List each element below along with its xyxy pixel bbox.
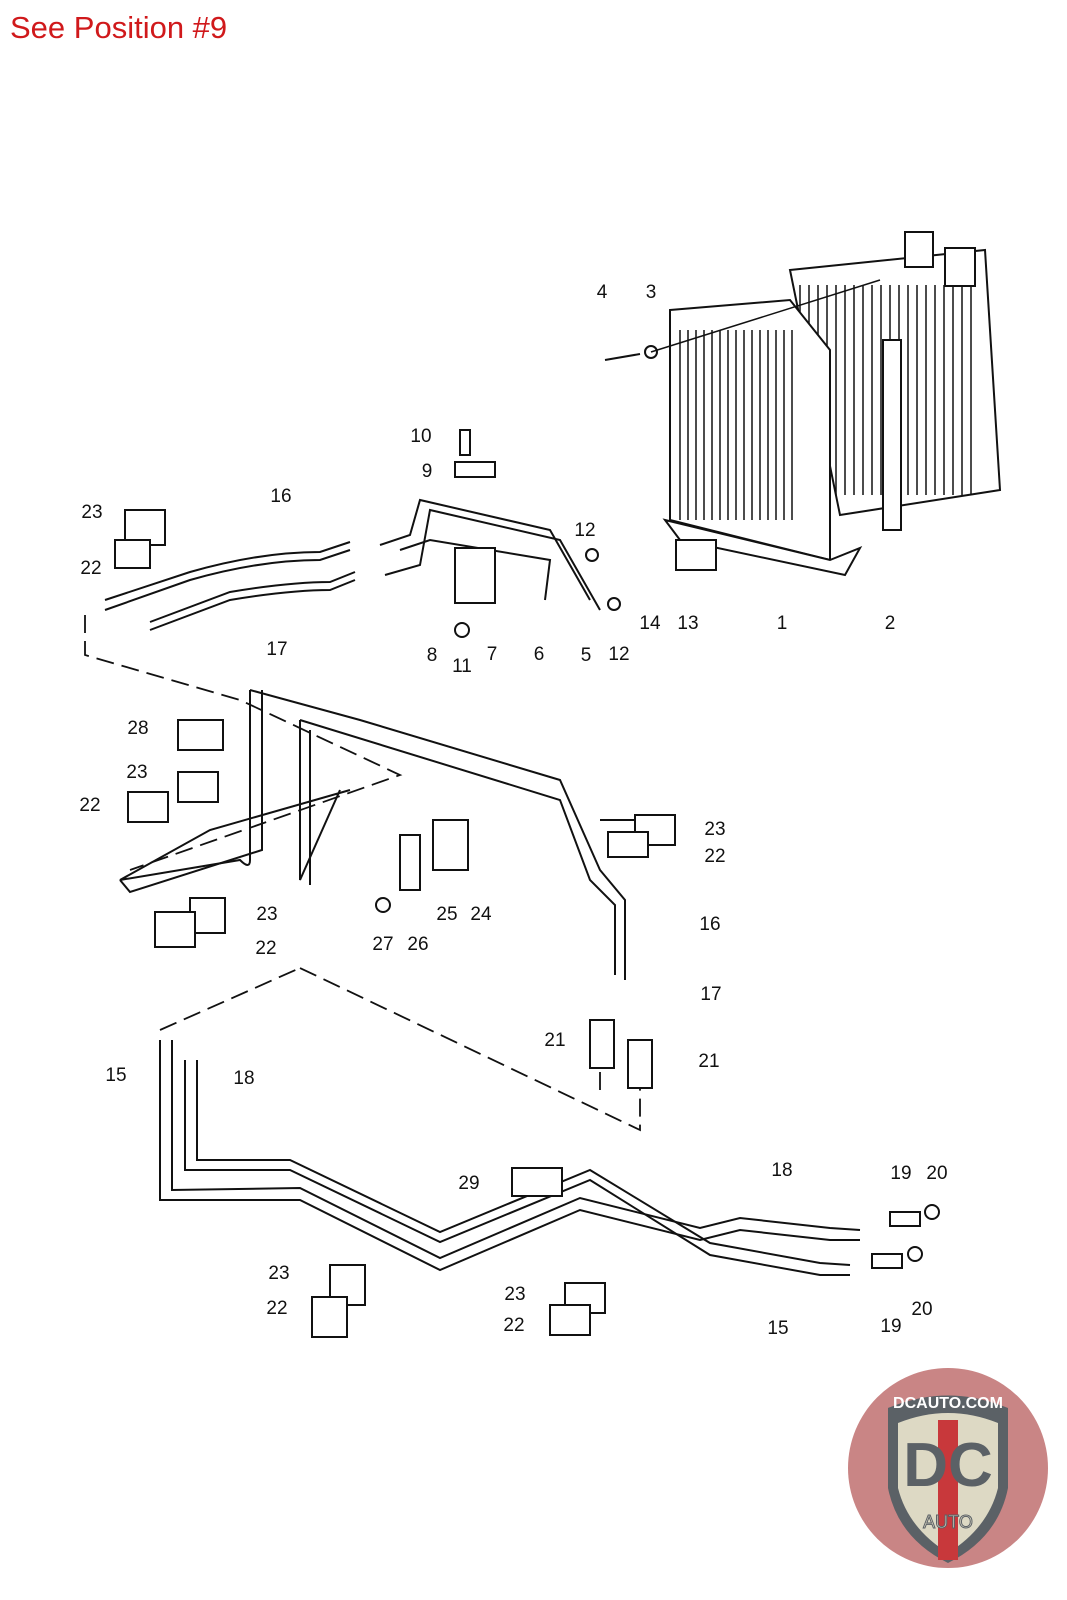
callout-19: 19 bbox=[880, 1316, 902, 1337]
callout-22: 22 bbox=[503, 1315, 525, 1336]
callout-27: 27 bbox=[372, 934, 394, 955]
callout-14: 14 bbox=[639, 613, 661, 634]
callout-13: 13 bbox=[677, 613, 699, 634]
callout-12: 12 bbox=[574, 520, 596, 541]
callout-6: 6 bbox=[533, 644, 545, 665]
callout-22: 22 bbox=[80, 558, 102, 579]
callout-10: 10 bbox=[410, 426, 432, 447]
callout-23: 23 bbox=[704, 819, 726, 840]
callout-24: 24 bbox=[470, 904, 492, 925]
callout-26: 26 bbox=[407, 934, 429, 955]
callout-11: 11 bbox=[452, 656, 472, 677]
callout-18: 18 bbox=[771, 1160, 793, 1181]
svg-text:AUTO: AUTO bbox=[923, 1512, 973, 1532]
callout-3: 3 bbox=[645, 282, 657, 303]
callout-28: 28 bbox=[127, 718, 149, 739]
callout-22: 22 bbox=[79, 795, 101, 816]
callout-22: 22 bbox=[266, 1298, 288, 1319]
callout-20: 20 bbox=[926, 1163, 948, 1184]
callout-9: 9 bbox=[421, 461, 433, 482]
callout-22: 22 bbox=[704, 846, 726, 867]
rear-oil-cooler bbox=[788, 231, 1002, 531]
callout-20: 20 bbox=[911, 1299, 933, 1320]
callout-23: 23 bbox=[504, 1284, 526, 1305]
callout-21: 21 bbox=[698, 1051, 720, 1072]
callout-15: 15 bbox=[767, 1318, 789, 1339]
callout-22: 22 bbox=[255, 938, 277, 959]
svg-text:DC: DC bbox=[903, 1431, 993, 1500]
callout-18: 18 bbox=[233, 1068, 255, 1089]
callout-19: 19 bbox=[890, 1163, 912, 1184]
callout-5: 5 bbox=[580, 645, 592, 666]
callout-17: 17 bbox=[700, 984, 722, 1005]
lower-pipes bbox=[159, 1040, 861, 1276]
callout-23: 23 bbox=[126, 762, 148, 783]
callout-1: 1 bbox=[776, 613, 788, 634]
fitting-21-right bbox=[627, 1039, 653, 1089]
callout-23: 23 bbox=[81, 502, 103, 523]
callout-8: 8 bbox=[426, 645, 438, 666]
page-title: See Position #9 bbox=[10, 10, 228, 45]
upper-hoses bbox=[104, 498, 601, 631]
callout-4: 4 bbox=[596, 282, 608, 303]
callout-17: 17 bbox=[266, 639, 288, 660]
callout-23: 23 bbox=[268, 1263, 290, 1284]
callout-23: 23 bbox=[256, 904, 278, 925]
clamps-and-brackets bbox=[114, 429, 940, 1338]
callout-29: 29 bbox=[458, 1173, 480, 1194]
callout-7: 7 bbox=[486, 644, 498, 665]
callout-15: 15 bbox=[105, 1065, 127, 1086]
svg-text:DCAUTO.COM: DCAUTO.COM bbox=[893, 1395, 1003, 1412]
front-oil-cooler bbox=[662, 298, 863, 577]
fitting-21-left bbox=[589, 1019, 615, 1069]
callout-12: 12 bbox=[608, 644, 630, 665]
dcauto-logo: DCAUTO.COM DC AUTO bbox=[848, 1368, 1048, 1568]
callout-2: 2 bbox=[884, 613, 896, 634]
callout-21: 21 bbox=[544, 1030, 566, 1051]
callout-16: 16 bbox=[699, 914, 721, 935]
callout-16: 16 bbox=[270, 486, 292, 507]
callout-25: 25 bbox=[436, 904, 458, 925]
